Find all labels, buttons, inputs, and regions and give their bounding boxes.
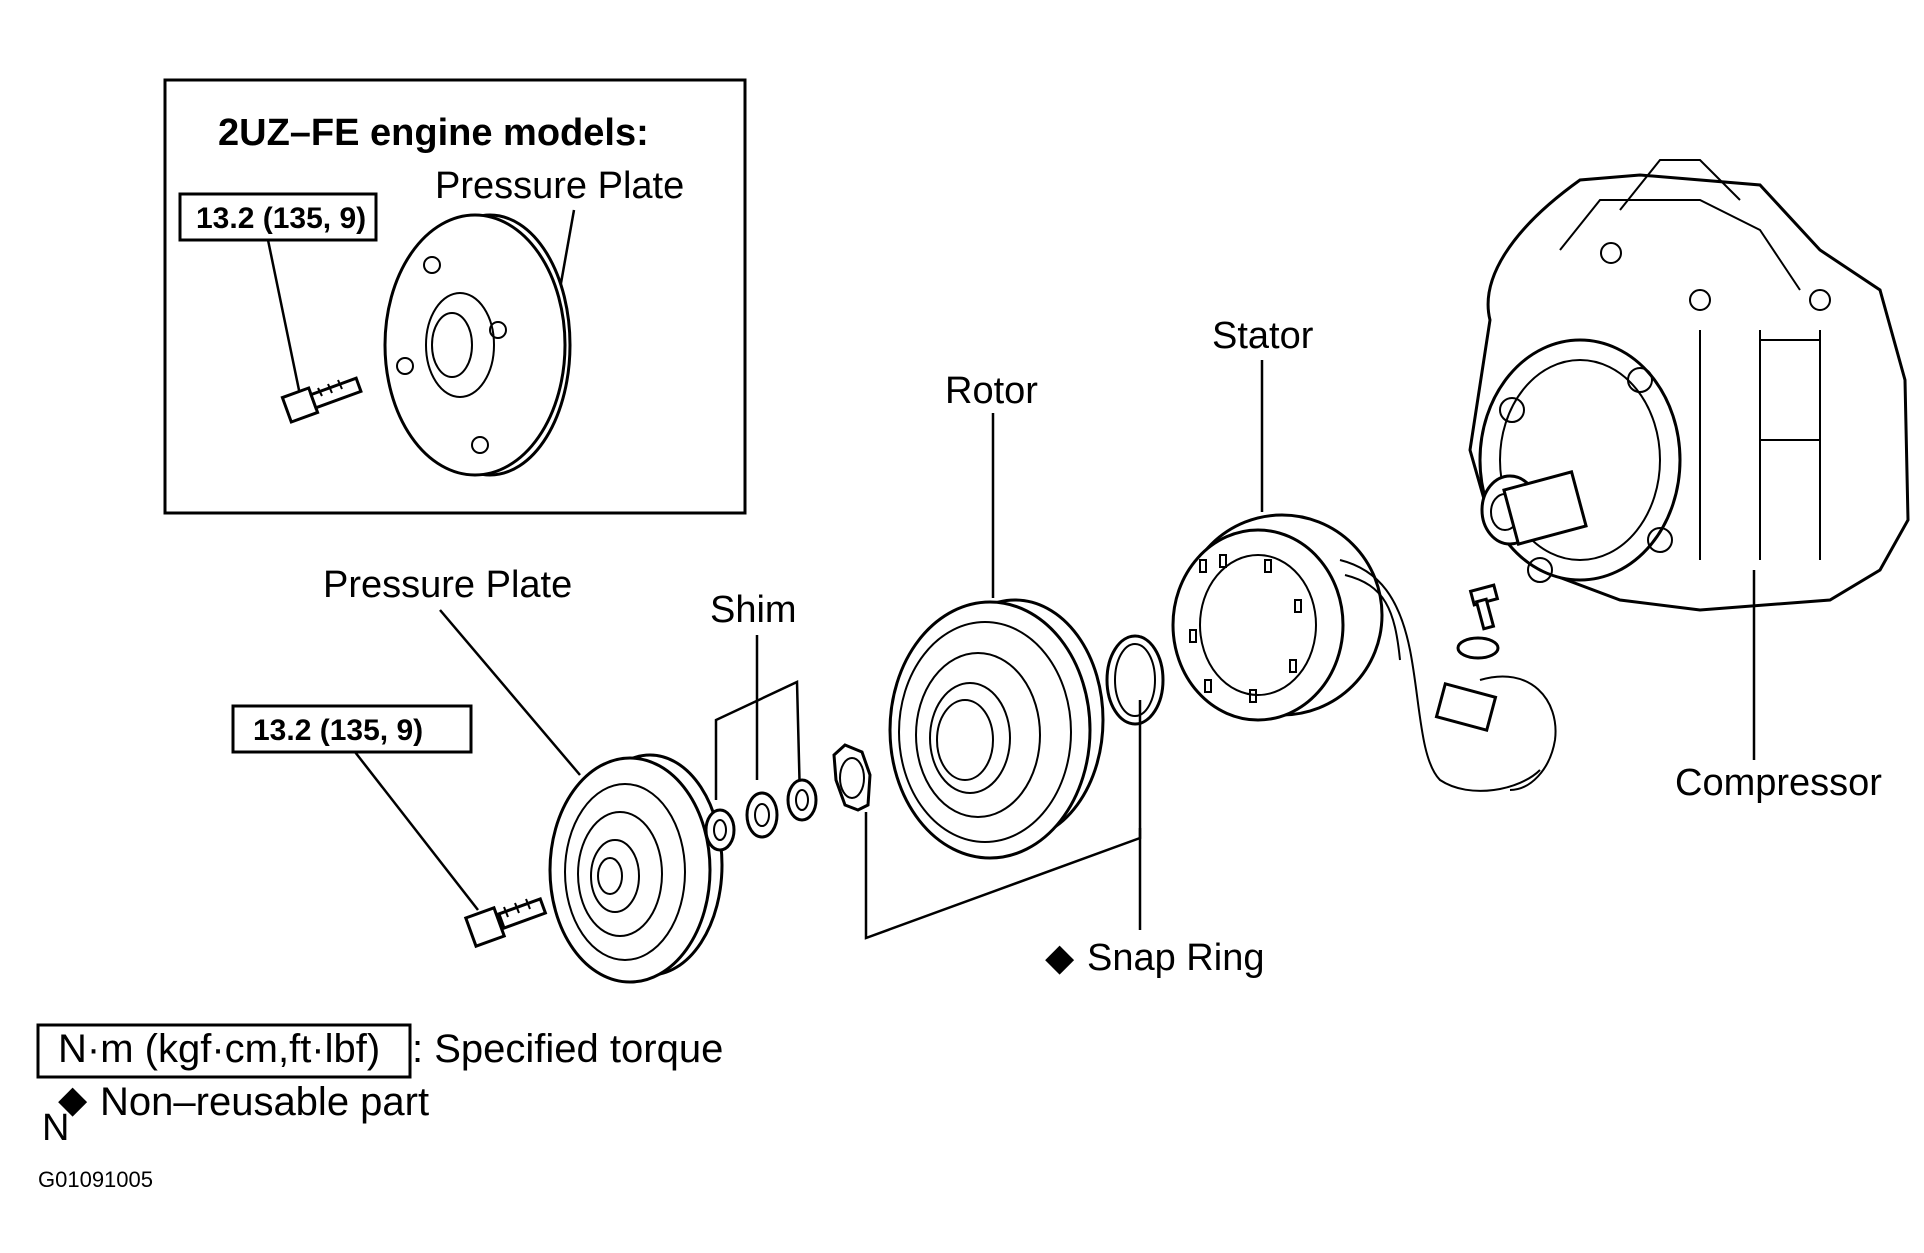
rotor-label: Rotor <box>945 370 1038 412</box>
snap-ring-label: Snap Ring <box>1087 937 1264 979</box>
inset-pressure-plate <box>383 213 572 477</box>
spacer-ring <box>832 743 872 812</box>
shim-label: Shim <box>710 589 797 631</box>
compressor-label: Compressor <box>1675 762 1882 804</box>
snap-ring <box>1105 634 1165 726</box>
figure-code: G01091005 <box>38 1167 153 1192</box>
torque-box <box>231 704 473 754</box>
shim-washers <box>704 778 818 852</box>
stator <box>1171 513 1557 792</box>
inset-torque-value: 13.2 (135, 9) <box>196 202 366 235</box>
legend-non-reusable-text: Non–reusable part <box>100 1080 429 1124</box>
compressor <box>1468 159 1910 612</box>
legend: N·m (kgf·cm,ft·lbf) : Specified torque N… <box>36 1023 723 1149</box>
legend-torque-text: : Specified torque <box>412 1027 723 1071</box>
inset-pressure-plate-label: Pressure Plate <box>435 165 684 207</box>
stator-label: Stator <box>1212 315 1314 357</box>
pressure-plate <box>548 753 724 984</box>
rotor <box>888 598 1105 860</box>
legend-non-reusable-mark: N <box>42 1107 69 1149</box>
inset-frame <box>163 78 747 515</box>
inset-bolt <box>280 376 363 424</box>
snap-ring-diamond: ◆ <box>1045 937 1075 979</box>
inset-torque-box <box>178 192 378 242</box>
inset-2uz-fe: 2UZ–FE engine models: Pressure Plate 13.… <box>163 78 747 515</box>
legend-torque-box <box>36 1023 412 1079</box>
legend-torque-units: N·m (kgf·cm,ft·lbf) <box>58 1027 380 1071</box>
inset-title: 2UZ–FE engine models: <box>218 112 649 154</box>
torque-value: 13.2 (135, 9) <box>253 714 423 747</box>
legend-diamond: ◆ <box>58 1079 88 1121</box>
pressure-plate-label: Pressure Plate <box>323 564 572 606</box>
bolt <box>463 896 548 949</box>
